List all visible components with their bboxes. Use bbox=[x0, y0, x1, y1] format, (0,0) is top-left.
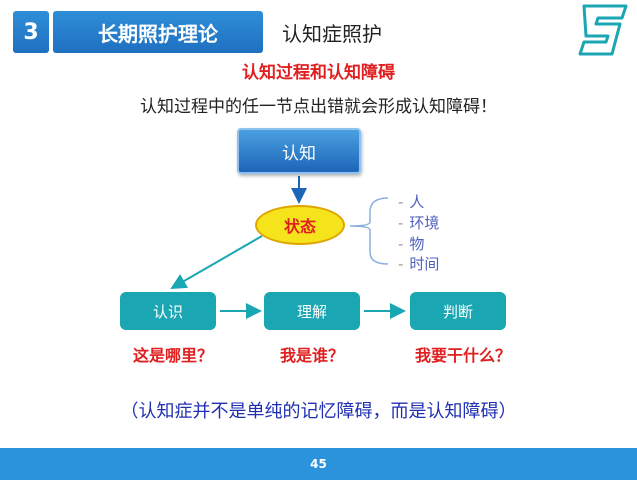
question-who: 我是谁？ bbox=[279, 346, 344, 365]
stage-understand: 理解 bbox=[264, 292, 360, 330]
section-number: 3 bbox=[13, 11, 49, 53]
page-number: 45 bbox=[310, 457, 327, 471]
factors-brace bbox=[349, 197, 389, 265]
factor-item: -人 bbox=[398, 193, 425, 211]
footer-bar: 45 bbox=[0, 448, 637, 480]
state-node: 状态 bbox=[255, 205, 345, 245]
section-title: 长期照护理论 bbox=[53, 11, 263, 53]
section-heading: 认知过程和认知障碍 bbox=[242, 63, 395, 83]
arrow-state-to-recognize bbox=[170, 235, 263, 290]
slide-subtitle: 认知症照护 bbox=[282, 22, 382, 46]
factor-item: -环境 bbox=[398, 214, 440, 232]
question-where: 这是哪里？ bbox=[132, 346, 213, 365]
stage-recognize: 认识 bbox=[120, 292, 216, 330]
cognition-node: 认知 bbox=[237, 128, 361, 174]
logo-icon bbox=[578, 4, 628, 56]
stage-judge: 判断 bbox=[410, 292, 506, 330]
question-what: 我要干什么？ bbox=[414, 346, 511, 365]
factor-item: -物 bbox=[398, 235, 425, 253]
statement-text: 认知过程中的任一节点出错就会形成认知障碍！ bbox=[140, 97, 497, 117]
factor-item: -时间 bbox=[398, 255, 440, 273]
conclusion-text: （认知症并不是单纯的记忆障碍，而是认知障碍） bbox=[120, 401, 517, 422]
